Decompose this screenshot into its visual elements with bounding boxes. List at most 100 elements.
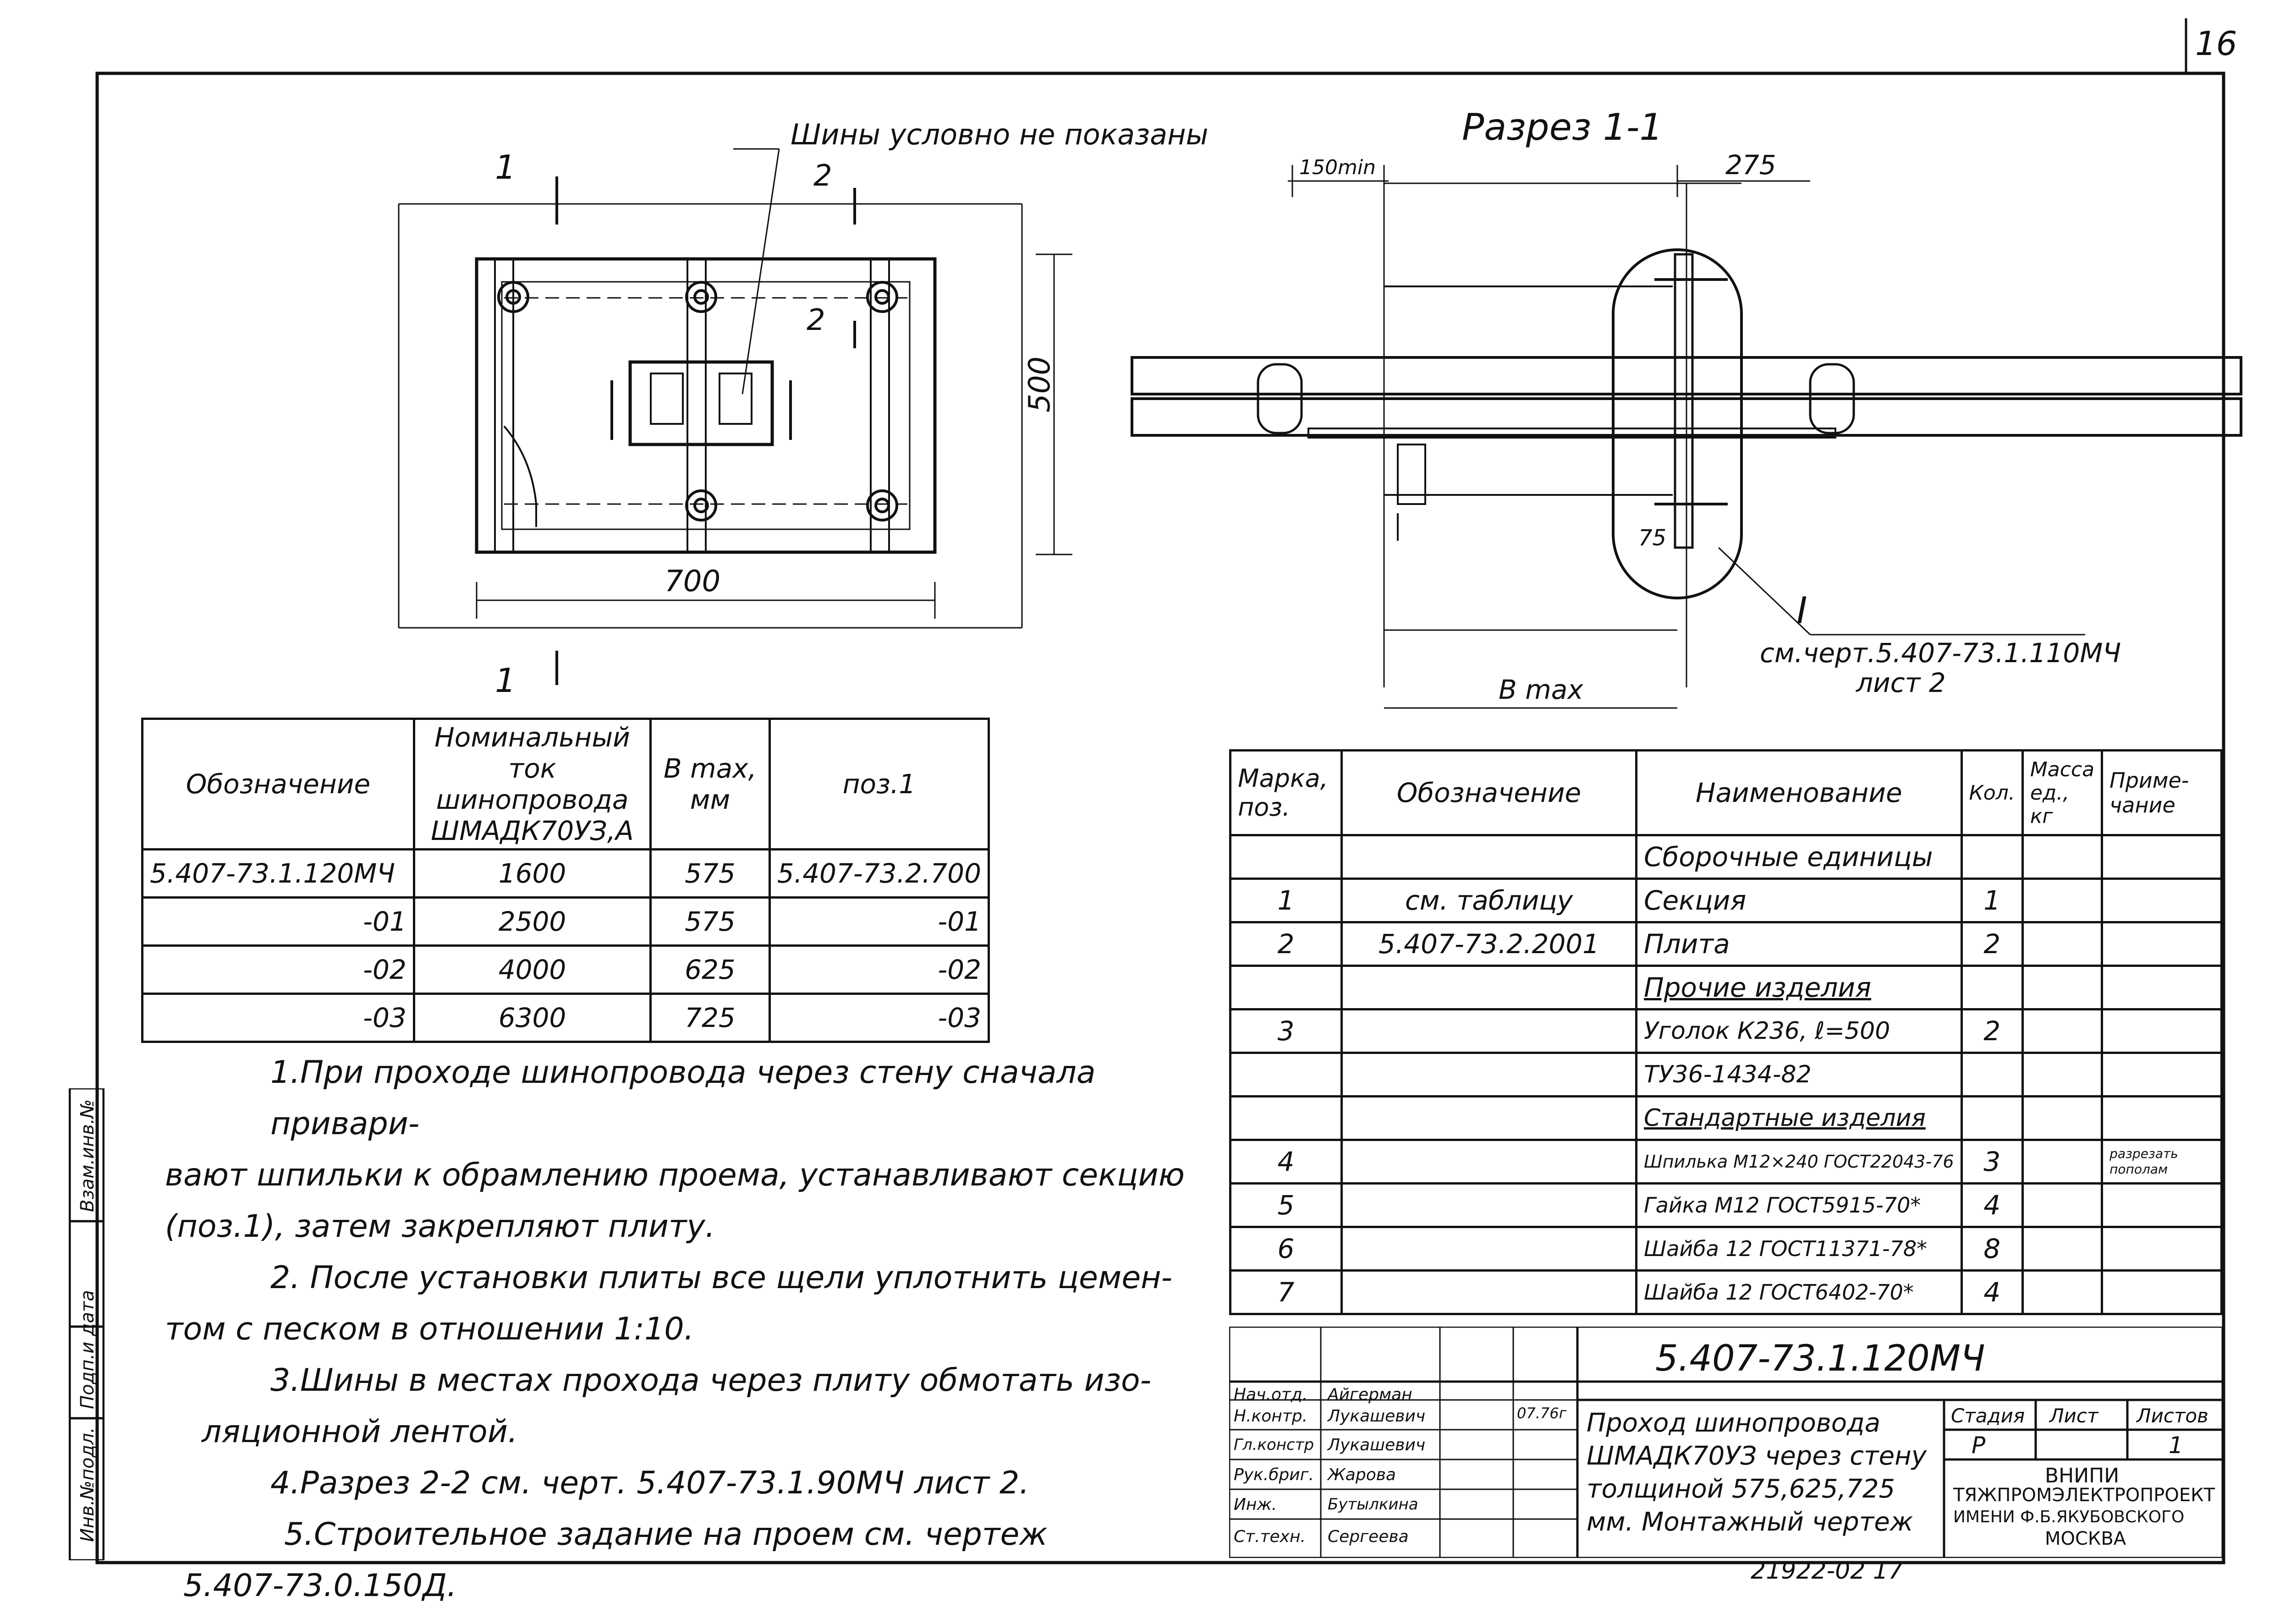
spec-header-name: Наименование — [1635, 749, 1963, 836]
dim-width-700: 700 — [665, 565, 720, 598]
note-line: том с песком в отношении 1:10. — [165, 1311, 694, 1347]
signer-role: Н.контр. — [1234, 1407, 1308, 1426]
spec-cell — [1340, 1182, 1637, 1228]
spec-cell: ТУ36-1434-82 — [1635, 1052, 1963, 1097]
table-row: Сборочные единицы — [1229, 834, 2223, 880]
spec-cell: 7 — [1229, 1269, 1343, 1315]
var-cell: 575 — [649, 848, 771, 899]
signer-role: Гл.констр — [1234, 1436, 1314, 1454]
var-cell: 575 — [649, 896, 771, 947]
spec-cell — [2021, 834, 2104, 880]
dim-bmax: B max — [1499, 674, 1583, 705]
side-strip-sign: Подп.и дата — [77, 1290, 98, 1409]
callout-ref-line2: лист 2 — [1856, 667, 1946, 698]
spec-cell: Гайка М12 ГОСТ5915-70* — [1635, 1182, 1963, 1228]
spec-cell — [2101, 1008, 2223, 1054]
callout-mark: I — [1796, 589, 1807, 632]
note-line: 2. После установки плиты все щели уплотн… — [270, 1260, 1173, 1296]
spec-cell — [2021, 1269, 2104, 1315]
var-cell: 625 — [649, 944, 771, 995]
org-line-1: ВНИПИ — [2045, 1464, 2120, 1487]
spec-cell — [2021, 1226, 2104, 1272]
spec-cell — [1340, 1095, 1637, 1141]
spec-cell: Плита — [1635, 921, 1963, 967]
var-cell: -01 — [768, 896, 990, 947]
spec-cell — [1960, 965, 2024, 1010]
var-cell: -03 — [768, 993, 990, 1043]
sign-date: 07.76г — [1517, 1405, 1567, 1422]
var-header-current: Номинальный ток шинопровода ШМАДК70УЗ,А — [412, 718, 652, 850]
dim-height-500: 500 — [1023, 357, 1057, 412]
spec-header-qty: Кол. — [1960, 749, 2024, 836]
spec-cell — [2101, 1269, 2223, 1315]
variant-table: Обозначение Номинальный ток шинопровода … — [141, 718, 990, 1043]
var-header-designation: Обозначение — [141, 718, 415, 850]
spec-cell — [2021, 1139, 2104, 1185]
signer-name: Лукашевич — [1328, 1436, 1426, 1454]
table-row: Стандартные изделия — [1229, 1095, 2223, 1141]
spec-cell — [1229, 1052, 1343, 1097]
table-row: -02 4000 625 -02 — [141, 944, 990, 995]
org-line-4: МОСКВА — [2045, 1528, 2126, 1549]
spec-cell: 2 — [1229, 921, 1343, 967]
var-cell: 6300 — [412, 993, 652, 1043]
spec-cell — [1340, 834, 1637, 880]
spec-cell: Шпилька М12×240 ГОСТ22043-76 — [1635, 1139, 1963, 1185]
var-cell: 5.407-73.2.700 — [768, 848, 990, 899]
spec-cell — [2021, 878, 2104, 923]
spec-cell: 5 — [1229, 1182, 1343, 1228]
note-line: 5.Строительное задание на проем см. черт… — [284, 1516, 1048, 1553]
spec-header-notes: Приме-чание — [2101, 749, 2223, 836]
table-row: -01 2500 575 -01 — [141, 896, 990, 947]
var-cell: 4000 — [412, 944, 652, 995]
spec-cell — [1960, 1052, 2024, 1097]
spec-cell — [1340, 1269, 1637, 1315]
var-cell: -02 — [768, 944, 990, 995]
note-line: 4.Разрез 2-2 см. черт. 5.407-73.1.90МЧ л… — [270, 1465, 1029, 1501]
spec-cell — [2021, 1095, 2104, 1141]
table-row: 5.407-73.1.120МЧ 1600 575 5.407-73.2.700 — [141, 848, 990, 899]
spec-cell: 2 — [1960, 1008, 2024, 1054]
spec-cell — [1340, 1226, 1637, 1272]
var-header-bmax: B max, мм — [649, 718, 771, 850]
note-line: вают шпильки к обрамлению проема, устана… — [165, 1157, 1185, 1193]
var-cell: 1600 — [412, 848, 652, 899]
title-block: 5.407-73.1.120МЧ Проход шинопровода ШМАД… — [1229, 1327, 2223, 1558]
spec-cell: Секция — [1635, 878, 1963, 923]
spec-cell — [2101, 1095, 2223, 1141]
signer-name: Лукашевич — [1328, 1407, 1426, 1426]
section-marker-2-top: 2 — [813, 159, 832, 193]
table-row: -03 6300 725 -03 — [141, 993, 990, 1043]
spec-table: Марка, поз. Обозначение Наименование Кол… — [1229, 749, 2223, 1315]
section-marker-2-mid: 2 — [807, 303, 825, 337]
dim-275: 275 — [1725, 149, 1776, 181]
dim-75: 75 — [1638, 525, 1666, 551]
plan-view — [398, 203, 1023, 629]
signer-role: Инж. — [1234, 1495, 1277, 1514]
spec-cell: 4 — [1960, 1182, 2024, 1228]
section-title: Разрез 1-1 — [1462, 106, 1663, 148]
page-number: 16 — [2195, 24, 2237, 63]
spec-cell — [2101, 921, 2223, 967]
spec-cell: 3 — [1960, 1139, 2024, 1185]
var-cell: -02 — [141, 944, 415, 995]
note-line: 5.407-73.0.150Д. — [183, 1568, 457, 1604]
footer-code: 21922-02 17 — [1751, 1557, 1903, 1585]
signer-name: Бутылкина — [1328, 1495, 1418, 1514]
spec-cell — [2101, 1226, 2223, 1272]
side-strip-inv: Инв.№подл. — [77, 1427, 98, 1542]
spec-cell — [2101, 965, 2223, 1010]
spec-cell — [2021, 965, 2104, 1010]
spec-cell — [1340, 965, 1637, 1010]
table-row: ТУ36-1434-82 — [1229, 1052, 2223, 1097]
signer-role: Ст.техн. — [1234, 1527, 1306, 1546]
sheet-header: Лист — [2049, 1405, 2098, 1427]
spec-cell — [2021, 921, 2104, 967]
var-cell: 5.407-73.1.120МЧ — [141, 848, 415, 899]
spec-header-mark: Марка, поз. — [1229, 749, 1343, 836]
bus-note-label: Шины условно не показаны — [791, 118, 1208, 151]
stage-value: Р — [1972, 1432, 1986, 1459]
section-view — [1131, 182, 2242, 687]
